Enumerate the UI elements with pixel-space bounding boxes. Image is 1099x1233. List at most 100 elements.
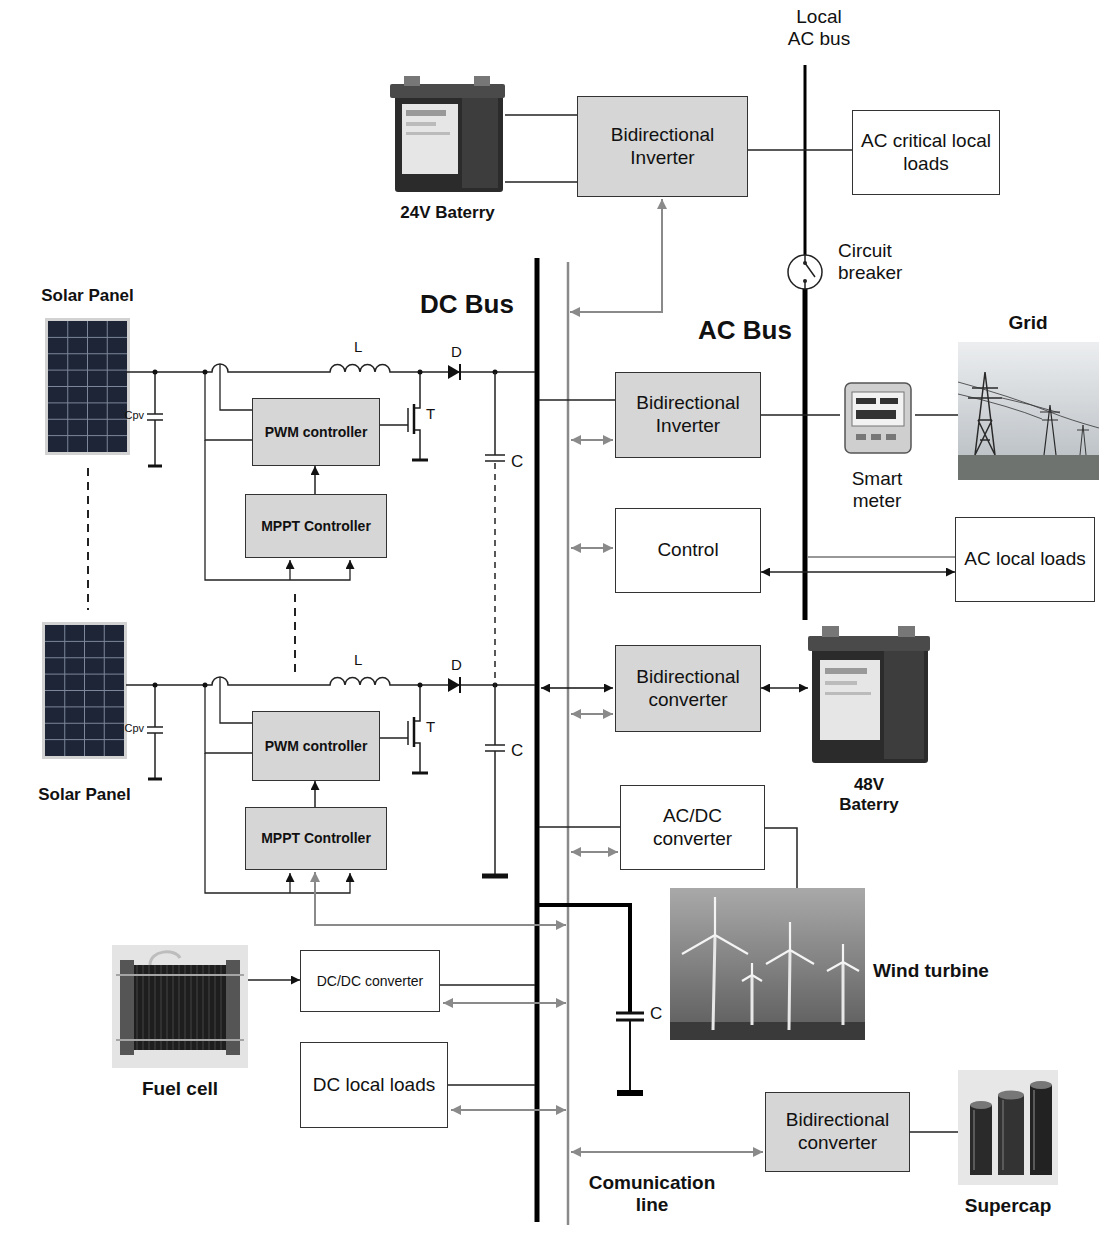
power-wire <box>126 364 535 372</box>
connector <box>761 571 955 573</box>
capacitor-symbol <box>616 1013 644 1020</box>
box-label: Bidirectional converter <box>772 1109 903 1155</box>
battery-picture <box>812 645 928 763</box>
junction-dot <box>203 370 208 375</box>
dashed-continuation <box>294 594 296 676</box>
diode-symbol <box>459 364 461 380</box>
capacitor-symbol <box>485 685 505 876</box>
sense-wire <box>205 364 252 440</box>
fuel-cell-picture <box>137 965 221 1050</box>
component-label: C <box>511 452 523 472</box>
communication-arrow <box>571 713 613 715</box>
circuit-breaker-symbol <box>788 255 822 289</box>
box-label: Bidirectional Inverter <box>584 124 741 170</box>
battery-picture <box>462 98 498 188</box>
communication-arrow <box>571 1151 763 1153</box>
box-label: DC local loads <box>313 1074 436 1097</box>
box-label: Bidirectional Inverter <box>622 392 754 438</box>
fuel-cell-node: Fuel cell <box>112 945 248 1068</box>
connector <box>748 149 852 151</box>
smart-meter-picture <box>856 398 876 404</box>
battery-picture <box>406 132 450 135</box>
picture-caption: Wind turbine <box>873 960 1023 982</box>
grid-node: Grid <box>958 342 1099 480</box>
battery-picture <box>822 626 839 637</box>
inverter-box: Bidirectional Inverter <box>577 96 748 197</box>
smart-meter-picture <box>856 410 896 419</box>
dashed-continuation <box>87 468 89 610</box>
battery-picture <box>395 92 503 192</box>
local-ac-bus <box>804 65 807 255</box>
fuel-cell-picture <box>116 975 244 1040</box>
wind-turbine-picture <box>670 888 865 1040</box>
picture-caption: Smart meter <box>837 468 917 512</box>
battery-picture <box>404 76 420 86</box>
controller-box: MPPT Controller <box>245 494 387 558</box>
boost-converter-circuit <box>126 364 535 580</box>
bus-wire <box>539 826 620 828</box>
supercap-picture <box>998 1091 1024 1100</box>
box-label: AC local loads <box>964 548 1085 571</box>
smart-meter-picture <box>886 434 896 440</box>
battery-node: 24V Baterry <box>390 75 505 195</box>
bus-wire <box>448 1084 535 1086</box>
bus-label: AC Bus <box>698 316 792 346</box>
diode-symbol <box>448 365 460 379</box>
ac-wire <box>808 556 955 557</box>
converter-box: Bidirectional converter <box>765 1092 910 1172</box>
component-label: Cpv <box>120 409 144 422</box>
box-label: PWM controller <box>265 738 368 755</box>
box-label: DC/DC converter <box>317 973 424 990</box>
battery-picture <box>820 660 880 740</box>
smart-meter-picture <box>845 383 911 453</box>
connector <box>761 687 808 689</box>
box-label: Control <box>657 539 718 562</box>
circuit-breaker-symbol <box>805 255 815 289</box>
battery-picture <box>808 636 930 651</box>
communication-arrow <box>570 199 662 312</box>
control-box: Control <box>615 508 761 593</box>
solar-panel-picture <box>48 321 127 452</box>
battery-picture <box>825 692 871 695</box>
communication-arrow <box>443 1002 566 1004</box>
solar-panel-picture <box>42 622 127 759</box>
communication-arrow <box>571 547 613 549</box>
connector <box>505 114 577 116</box>
battery-picture <box>474 76 490 86</box>
bus-wire <box>440 984 535 986</box>
wind-turbine-picture <box>670 888 865 1040</box>
wind-turbine-node: Wind turbine <box>670 888 865 1040</box>
ground-symbol <box>148 465 162 468</box>
fuel-cell-picture <box>150 952 180 965</box>
connector <box>505 181 577 183</box>
component-label: T <box>426 405 435 422</box>
picture-caption: Grid <box>998 312 1058 334</box>
grid-picture <box>968 372 1002 455</box>
bus-wire <box>539 399 615 401</box>
bus-label: DC Bus <box>420 290 514 320</box>
grid-picture <box>958 455 1099 480</box>
battery-picture <box>402 104 458 174</box>
controller-box: PWM controller <box>252 398 380 466</box>
component-label: D <box>451 343 462 360</box>
load-box: DC local loads <box>300 1042 448 1128</box>
load-box: AC critical local loads <box>852 110 1000 195</box>
bus-wire <box>537 905 630 1013</box>
supercap-picture <box>998 1095 1024 1175</box>
bus-label: Comunication line <box>578 1172 726 1216</box>
bus-arrow <box>541 687 613 689</box>
component-label: Cpv <box>120 722 144 735</box>
battery-picture <box>884 651 924 759</box>
box-label: MPPT Controller <box>261 830 371 847</box>
capacitor-symbol <box>629 1020 631 1093</box>
boost-converter-circuit <box>126 677 535 893</box>
communication-arrow <box>451 1109 566 1111</box>
supercap-picture <box>958 1070 1058 1185</box>
battery-picture <box>390 84 505 98</box>
component-label: L <box>354 338 362 355</box>
ac-bus <box>803 289 808 620</box>
circuit-breaker-symbol <box>803 279 807 283</box>
mosfet-symbol <box>413 404 416 434</box>
sense-wire <box>289 560 290 580</box>
